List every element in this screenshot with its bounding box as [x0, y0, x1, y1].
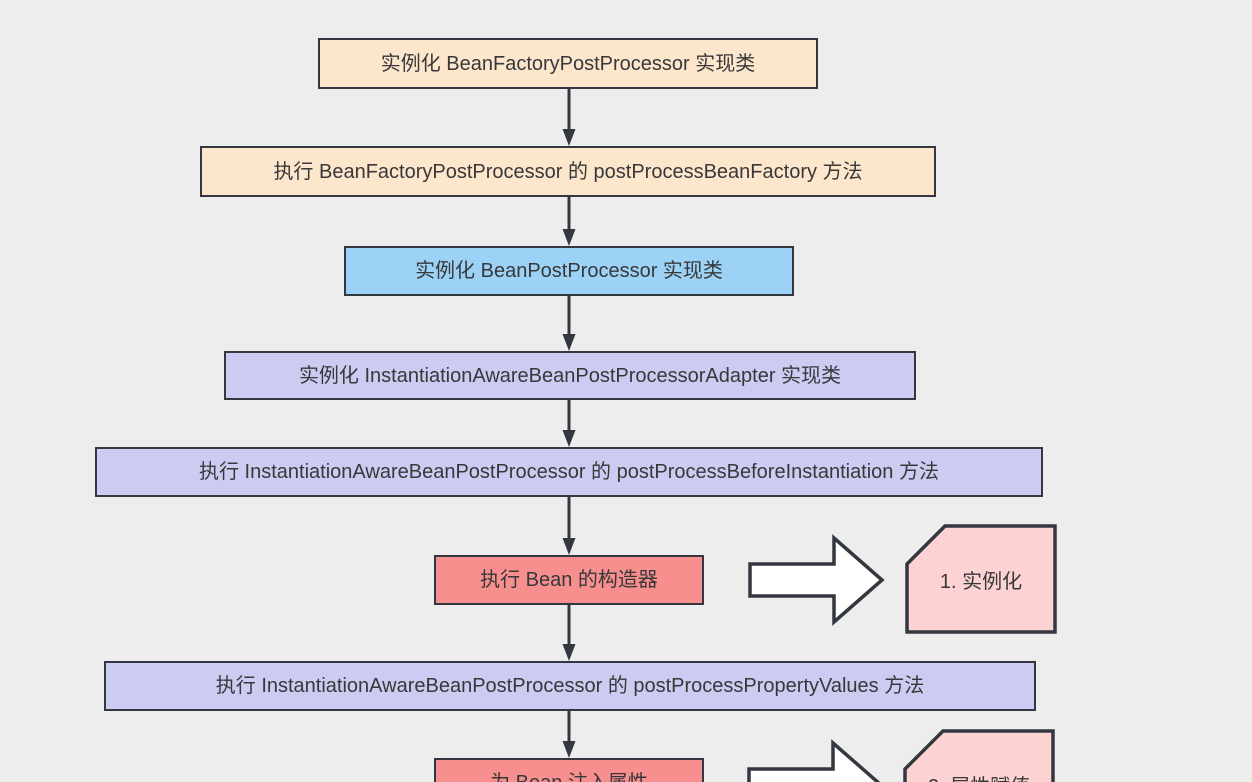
- flow-arrow-down-icon: [562, 89, 576, 146]
- flow-arrow-down-icon: [562, 296, 576, 351]
- step-arrow-right-icon: [747, 739, 881, 782]
- node-execute-bean-constructor: 执行 Bean 的构造器: [434, 555, 704, 605]
- node-instantiate-instantiation-aware-adapter: 实例化 InstantiationAwareBeanPostProcessorA…: [224, 351, 916, 400]
- node-inject-bean-properties: 为 Bean 注入属性: [434, 758, 704, 782]
- annotation-card-label: 2. 属性赋值: [903, 729, 1055, 782]
- annotation-card-label: 1. 实例化: [939, 570, 1023, 593]
- node-instantiate-beanfactory-post-processor: 实例化 BeanFactoryPostProcessor 实现类: [318, 38, 818, 89]
- card-shape: [905, 524, 1057, 634]
- node-execute-postprocess-beanfactory: 执行 BeanFactoryPostProcessor 的 postProces…: [200, 146, 936, 197]
- node-execute-postprocess-property-values: 执行 InstantiationAwareBeanPostProcessor 的…: [104, 661, 1036, 711]
- flow-arrow-down-icon: [562, 400, 576, 447]
- annotation-card-property-assignment: 2. 属性赋值: [903, 729, 1055, 782]
- flow-arrow-down-icon: [562, 497, 576, 555]
- flow-arrow-down-icon: [562, 605, 576, 661]
- flow-arrow-down-icon: [562, 197, 576, 246]
- card-shape: [903, 729, 1055, 782]
- node-instantiate-bean-post-processor: 实例化 BeanPostProcessor 实现类: [344, 246, 794, 296]
- step-arrow-right-icon: [748, 534, 885, 626]
- annotation-card-instantiation: 1. 实例化: [905, 524, 1057, 634]
- flow-arrow-down-icon: [562, 711, 576, 758]
- node-execute-postprocess-before-instantiation: 执行 InstantiationAwareBeanPostProcessor 的…: [95, 447, 1043, 497]
